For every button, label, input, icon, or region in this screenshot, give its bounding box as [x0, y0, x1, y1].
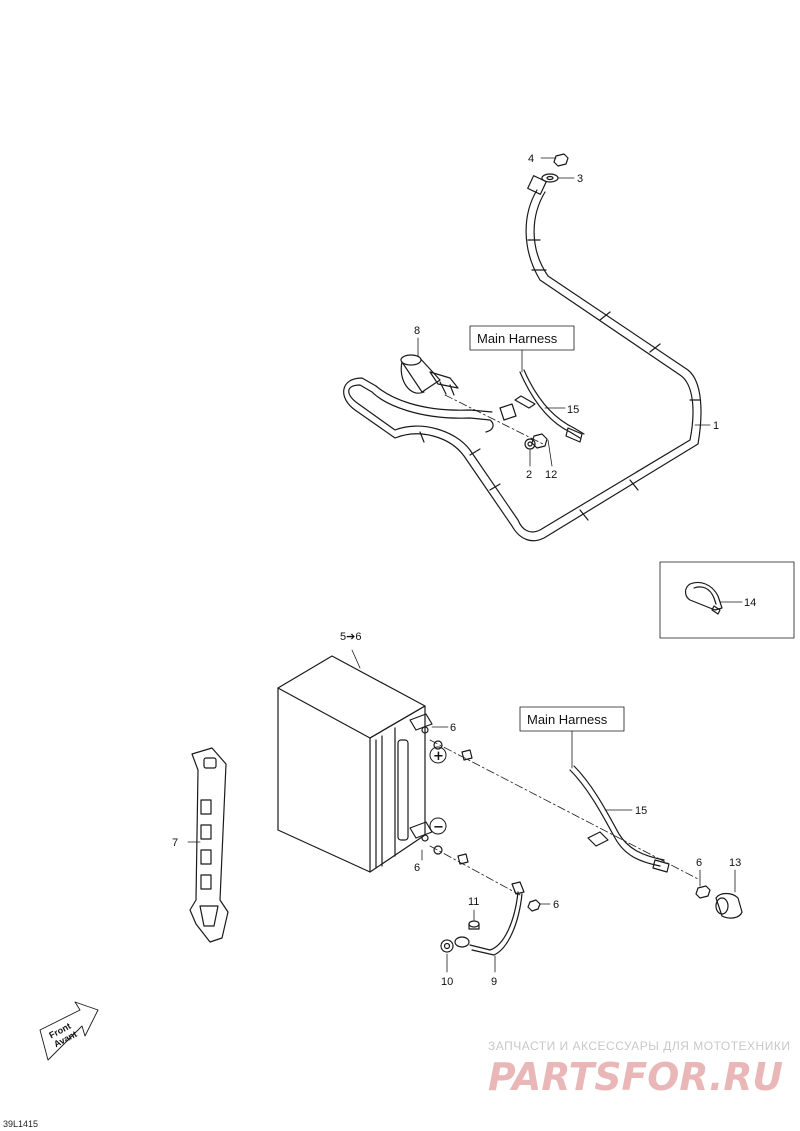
cable-1-ring-terminal — [527, 175, 547, 195]
starter-solenoid-8 — [400, 354, 459, 396]
callout-1: 1 — [713, 420, 719, 432]
callout-9: 9 — [491, 976, 497, 988]
watermark-tagline: ЗАПЧАСТИ И АКСЕССУАРЫ ДЛЯ МОТОТЕХНИКИ — [488, 1039, 790, 1053]
callout-5-to-6: 5➔6 — [340, 631, 361, 643]
watermark-logo: PARTSFOR.RU — [488, 1055, 783, 1099]
callout-6-negative: 6 — [414, 862, 420, 874]
callout-15-bottom: 15 — [635, 805, 647, 817]
minus-sign: − — [433, 820, 444, 835]
callout-2: 2 — [526, 469, 532, 481]
callout-7: 7 — [172, 837, 178, 849]
bolt-part-6-negative — [433, 845, 443, 855]
callout-15-top: 15 — [567, 404, 579, 416]
terminal-boot-13 — [715, 892, 743, 919]
front-arrow-icon — [39, 1001, 99, 1061]
callout-14: 14 — [744, 597, 756, 609]
bolt-part-6-positive — [433, 740, 443, 750]
nut-part-11 — [468, 920, 480, 930]
callout-6-ground: 6 — [553, 899, 559, 911]
terminal-nut-negative — [457, 853, 469, 865]
nut-part-12 — [531, 433, 548, 449]
leader-lines — [187, 157, 743, 973]
callout-8: 8 — [414, 325, 420, 337]
minus-terminal-circle — [429, 817, 447, 835]
callout-6-boot: 6 — [696, 857, 702, 869]
callout-12: 12 — [545, 469, 557, 481]
nut-part-2 — [524, 438, 536, 450]
ground-cable-9 — [454, 881, 525, 956]
callout-4: 4 — [528, 153, 534, 165]
washer-part-3 — [541, 173, 559, 183]
battery-strap-7 — [189, 747, 229, 943]
callout-10: 10 — [441, 976, 453, 988]
plus-sign: + — [433, 749, 444, 764]
washer-part-10 — [440, 939, 454, 953]
battery-5 — [277, 655, 433, 873]
callout-3: 3 — [577, 173, 583, 185]
clip-part-14 — [684, 581, 723, 615]
cable-1 — [343, 175, 702, 542]
harness-label-top: Main Harness — [477, 331, 558, 346]
bolt-part-6-boot — [695, 885, 711, 899]
bolt-part-6-ground — [527, 899, 541, 912]
plus-terminal-circle — [429, 746, 447, 764]
callout-11: 11 — [468, 896, 479, 908]
harness-label-bottom: Main Harness — [527, 712, 608, 727]
inset-frame-14 — [659, 561, 795, 639]
callout-13: 13 — [729, 857, 741, 869]
terminal-nut-positive — [461, 749, 473, 761]
callout-6-positive: 6 — [450, 722, 456, 734]
nut-part-4 — [553, 153, 569, 167]
wire-15-bottom — [569, 765, 670, 873]
drawing-code: 39L1415 — [3, 1119, 38, 1129]
wire-15-top — [514, 369, 585, 443]
solenoid-harness — [371, 385, 517, 433]
